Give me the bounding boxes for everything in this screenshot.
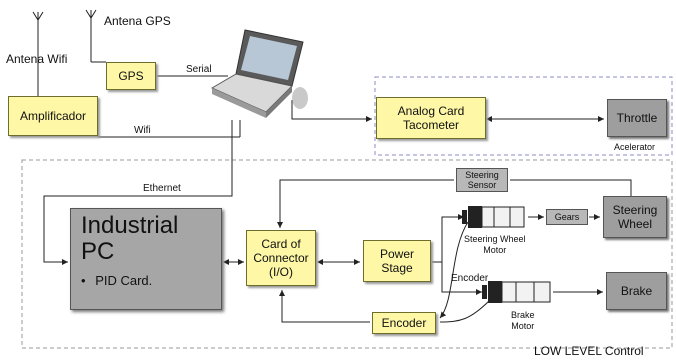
wifi-label: Wifi xyxy=(134,125,151,136)
throttle-box: Throttle xyxy=(607,99,667,137)
brake-motor-icon xyxy=(482,281,551,303)
gears-box: Gears xyxy=(546,209,588,225)
encoder-box: Encoder xyxy=(372,312,436,334)
steering-sensor-box: Steering Sensor xyxy=(456,168,508,192)
antena-wifi-label: Antena Wifi xyxy=(6,52,68,66)
bullet-icon: • xyxy=(81,273,86,288)
low-level-control-label: LOW LEVEL Control xyxy=(534,344,644,358)
gps-antenna-icon xyxy=(85,9,97,62)
acelerator-label: Acelerator xyxy=(614,142,656,152)
gps-box: GPS xyxy=(106,62,156,90)
laptop-icon xyxy=(210,29,308,118)
pid-card-item: • PID Card. xyxy=(81,273,153,288)
brake-motor-label: Brake Motor xyxy=(511,310,535,331)
high-level-region xyxy=(374,76,673,156)
industrial-pc-box: Industrial PC • PID Card. xyxy=(70,208,222,310)
steering-motor-icon xyxy=(462,206,525,228)
low-level-region xyxy=(21,159,673,349)
amplificador-box: Amplificador xyxy=(8,96,98,136)
antena-gps-label: Antena GPS xyxy=(104,14,171,28)
power-stage-box: Power Stage xyxy=(363,240,431,282)
analog-card-box: Analog Card Tacometer xyxy=(376,97,486,139)
serial-label: Serial xyxy=(186,64,212,75)
steering-wheel-box: Steering Wheel xyxy=(603,196,667,238)
wifi-antenna-icon xyxy=(32,11,44,96)
industrial-pc-title: Industrial PC xyxy=(81,212,179,265)
steering-wheel-motor-label: Steering Wheel Motor xyxy=(464,234,526,255)
ethernet-label: Ethernet xyxy=(143,183,181,194)
brake-box: Brake xyxy=(606,272,667,310)
card-connector-box: Card of Connector (I/O) xyxy=(246,230,316,286)
encoder-line-label: Encoder xyxy=(451,273,489,284)
